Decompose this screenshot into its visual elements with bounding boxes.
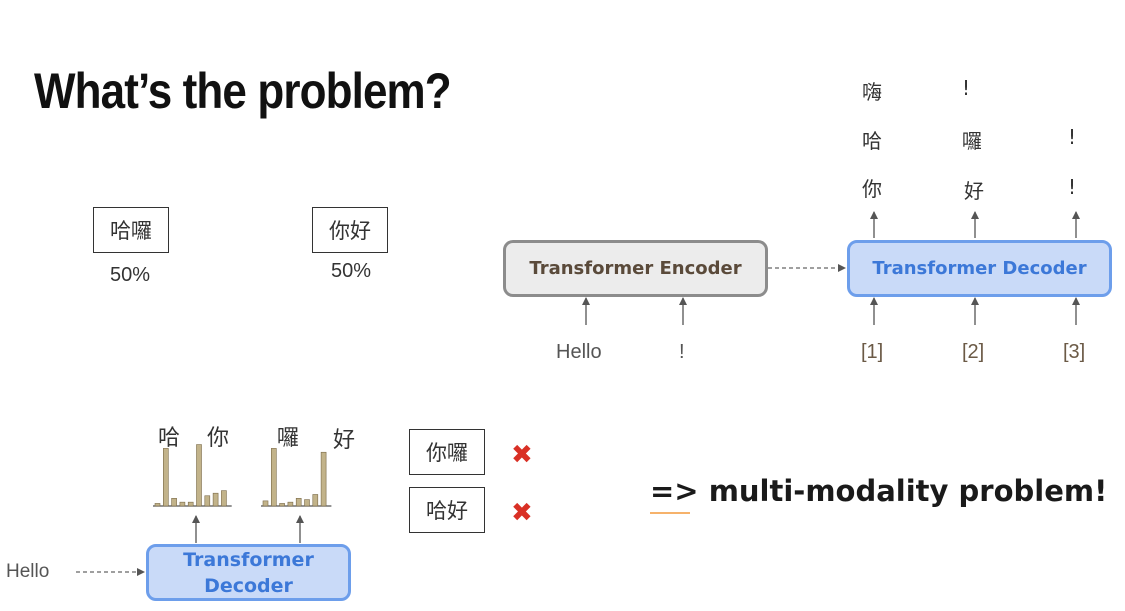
dist1-bar bbox=[179, 501, 186, 507]
dist2-label-luo: 囉 bbox=[277, 426, 300, 451]
output-row3-token2: 好 bbox=[964, 179, 984, 203]
output-row1-token1: 嗨 bbox=[862, 80, 882, 104]
output-row3-token3: ! bbox=[1068, 175, 1077, 199]
dist2-bar bbox=[312, 494, 319, 507]
dist1-label-ni: 你 bbox=[207, 426, 230, 451]
dist2-bar bbox=[279, 503, 285, 507]
cross-mark-icon: ✖ bbox=[511, 498, 533, 528]
decoder-input-2: [2] bbox=[962, 341, 985, 363]
output-row2-token2: 囉 bbox=[962, 129, 982, 153]
bad-combo-box-2: 哈好 bbox=[409, 487, 485, 533]
bottom-decoder-line1: Transformer bbox=[183, 548, 314, 571]
encoder-input-hello: Hello bbox=[556, 341, 602, 363]
slide-title: What’s the problem? bbox=[34, 63, 452, 119]
dist1-bar bbox=[212, 492, 219, 507]
dist1-bar bbox=[187, 501, 194, 507]
dist2-bar bbox=[287, 501, 294, 507]
dist2-bar bbox=[320, 451, 327, 507]
output-row3-token1: 你 bbox=[862, 177, 882, 201]
dist2-bar bbox=[304, 499, 310, 507]
dist2-label-hao: 好 bbox=[333, 428, 356, 453]
dist2-bar bbox=[262, 500, 269, 507]
dist1-bar bbox=[196, 444, 202, 507]
bottom-transformer-decoder-block: Transformer Decoder bbox=[146, 544, 351, 601]
dist1-bar bbox=[204, 495, 211, 507]
output-row2-token1: 哈 bbox=[862, 129, 882, 153]
decoder-input-3: [3] bbox=[1063, 341, 1086, 363]
dist2-bar bbox=[295, 498, 302, 507]
dist1-bar bbox=[221, 490, 227, 507]
cross-mark-icon: ✖ bbox=[511, 440, 533, 470]
transformer-encoder-block: Transformer Encoder bbox=[503, 240, 768, 297]
dist1-bar bbox=[171, 498, 177, 507]
dist1-bar bbox=[163, 448, 169, 507]
dist2-bar bbox=[270, 448, 277, 507]
candidate-prob-2: 50% bbox=[331, 260, 372, 282]
bottom-decoder-line2: Decoder bbox=[204, 574, 293, 597]
candidate-box-2: 你好 bbox=[312, 207, 388, 253]
output-row1-token2: ! bbox=[962, 76, 971, 100]
candidate-box-1: 哈囉 bbox=[93, 207, 169, 253]
dist1-label-ha: 哈 bbox=[158, 426, 181, 451]
transformer-decoder-block: Transformer Decoder bbox=[847, 240, 1112, 297]
encoder-input-exclaim: ! bbox=[679, 341, 685, 363]
dist1-bar bbox=[154, 503, 161, 507]
output-row2-token3: ! bbox=[1068, 125, 1077, 149]
bad-combo-box-1: 你囉 bbox=[409, 429, 485, 475]
conclusion-underline bbox=[650, 512, 690, 514]
candidate-prob-1: 50% bbox=[110, 264, 151, 286]
decoder-input-1: [1] bbox=[861, 341, 884, 363]
bottom-input-hello: Hello bbox=[6, 561, 50, 582]
conclusion-text: => multi-modality problem! bbox=[650, 474, 1108, 508]
